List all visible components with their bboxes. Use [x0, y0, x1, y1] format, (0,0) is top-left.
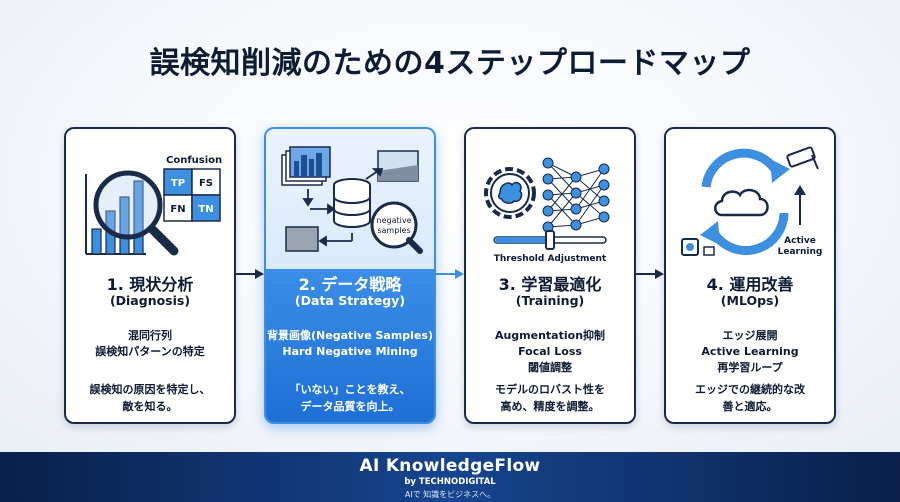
svg-text:TN: TN	[198, 204, 213, 215]
page-title: 誤検知削減のための4ステップロードマップ	[149, 46, 751, 81]
svg-text:FS: FS	[199, 178, 213, 189]
data-strategy-illustration: negative samples	[281, 146, 423, 254]
mlops-illustration: Active Learning	[681, 146, 823, 257]
flow-arrows	[302, 168, 384, 247]
neural-network-icon	[542, 157, 610, 233]
slider-label: Threshold Adjustment	[494, 254, 607, 264]
image-stack-icon	[281, 146, 331, 186]
cycle-arrows-icon	[701, 148, 789, 255]
step-title: 1. 現状分析	[106, 275, 194, 294]
active-learning-label-1: Active	[784, 236, 816, 246]
footer-bar	[0, 452, 900, 502]
database-icon	[333, 178, 371, 228]
up-arrow-icon	[794, 185, 806, 225]
step-card-data-strategy: negative samples 2. データ戦略 (Data Strategy…	[264, 127, 436, 424]
active-body-background	[266, 269, 434, 422]
step-items: 背景画像(Negative Samples) Hard Negative Min…	[267, 329, 433, 358]
step-description: モデルのロバスト性を 高め、精度を調整。	[495, 383, 605, 413]
step-items: エッジ展開 Active Learning 再学習ループ	[701, 329, 799, 374]
footer-tagline: AIで 知識をビジネスへ。	[404, 490, 496, 499]
step-subtitle: (Diagnosis)	[109, 293, 191, 308]
svg-text:FN: FN	[170, 204, 185, 215]
step-card-diagnosis: Confusion TP FS FN TN 1. 現状分析 (Diagnosis…	[64, 127, 236, 424]
edge-device-icon	[681, 238, 715, 256]
svg-text:TP: TP	[171, 178, 185, 189]
cycle-arrowhead-top	[770, 159, 790, 183]
step-description: 「いない」ことを教え、 データ品質を向上。	[289, 383, 411, 413]
step-title: 2. データ戦略	[298, 275, 402, 294]
road-photo-icon	[377, 150, 419, 182]
step-card-mlops: Active Learning 4. 運用改善 (MLOps) エッジ展開 Ac…	[664, 127, 836, 424]
step-description: エッジでの継続的な改 善と適応。	[695, 383, 805, 413]
step-title: 3. 学習最適化	[498, 275, 602, 294]
security-camera-icon	[786, 146, 819, 170]
footer-brand: AI KnowledgeFlow	[359, 456, 541, 476]
negative-samples-magnifier-icon: negative samples	[370, 201, 423, 254]
svg-text:samples: samples	[377, 226, 410, 235]
gear-brain-icon	[484, 167, 536, 219]
active-learning-label-2: Learning	[778, 247, 823, 257]
step-items: Augmentation抑制 Focal Loss 閾値調整	[494, 329, 606, 374]
connector-arrow-1	[235, 269, 264, 279]
step-description: 誤検知の原因を特定し、 敵を知る。	[89, 383, 211, 413]
step-subtitle: (MLOps)	[720, 293, 780, 308]
footer-company: by TECHNODIGITAL	[404, 477, 496, 487]
cloud-icon	[714, 188, 769, 217]
cycle-arrowhead-bottom	[700, 221, 720, 245]
svg-text:negative: negative	[377, 216, 412, 225]
step-card-training: Threshold Adjustment 3. 学習最適化 (Training)…	[464, 127, 636, 424]
connector-arrow-2	[435, 269, 464, 279]
step-title: 4. 運用改善	[706, 275, 794, 294]
magnifier-icon	[93, 170, 179, 256]
diagnosis-illustration: Confusion TP FS FN TN	[85, 155, 222, 256]
negative-sample-photo	[285, 226, 319, 252]
step-items: 混同行列 誤検知パターンの特定	[95, 329, 205, 358]
threshold-slider	[493, 230, 607, 250]
matrix-label: Confusion	[166, 155, 222, 166]
step-subtitle: (Training)	[515, 293, 585, 308]
training-illustration: Threshold Adjustment	[484, 157, 610, 264]
connector-arrow-3	[635, 269, 664, 279]
confusion-matrix-icon: TP FS FN TN	[163, 168, 221, 222]
step-subtitle: (Data Strategy)	[294, 293, 406, 308]
